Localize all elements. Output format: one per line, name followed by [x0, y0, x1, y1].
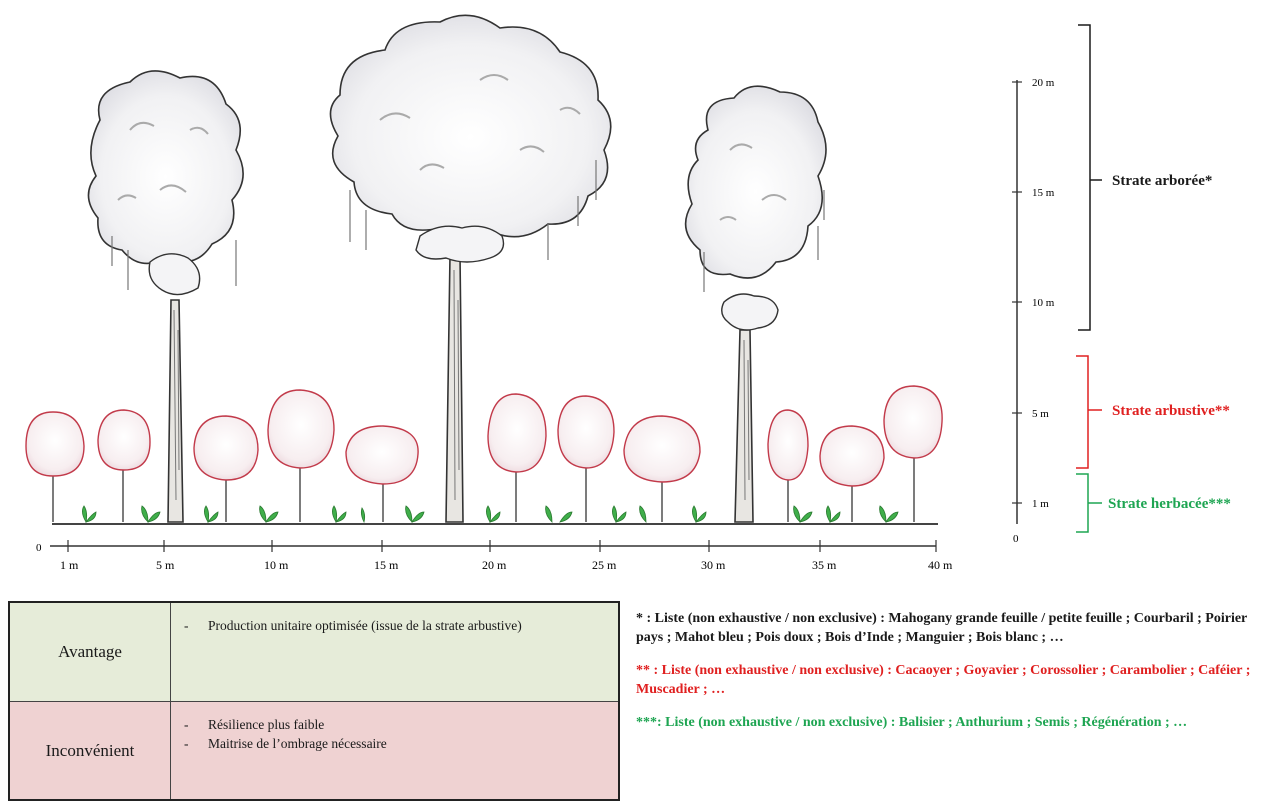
- y-tick-label: 10 m: [1032, 297, 1055, 309]
- distance-axis: 0 1 m 5 m 10 m 15 m 20 m 25 m 30 m 35 m 40 m: [36, 540, 953, 572]
- shrub: [487, 393, 547, 522]
- height-scale: 0 1 m 5 m 10 m 15 m 20 m: [1012, 77, 1055, 545]
- avantage-item: Production unitaire optimisée (issue de …: [182, 618, 607, 634]
- x-tick-label: 1 m: [60, 558, 79, 572]
- inconvenient-row: Inconvénient Résilience plus faible Mait…: [8, 701, 620, 801]
- shrub: [623, 415, 701, 522]
- tree-canopy-2: [329, 14, 612, 523]
- y-tick-label: 5 m: [1032, 408, 1049, 420]
- x-tick-label: 5 m: [156, 558, 175, 572]
- x-tick-label: 40 m: [928, 558, 953, 572]
- agroforestry-diagram: 0 1 m 5 m 10 m 15 m 20 m 25 m 30 m 35 m 40 m 0 1…: [25, 14, 1231, 572]
- shrub: [557, 395, 615, 522]
- herb-row: [82, 505, 899, 524]
- shrub: [267, 389, 335, 522]
- note-arbustive: ** : Liste (non exhaustive / non exclusi…: [636, 663, 1251, 697]
- x-tick-label: 20 m: [482, 558, 507, 572]
- strate-arbustive-bracket: Strate arbustive**: [1076, 355, 1230, 469]
- height-origin-label: 0: [1013, 533, 1019, 545]
- x-tick-label: 10 m: [264, 558, 289, 572]
- inconvenient-item: Maitrise de l’ombrage nécessaire: [182, 736, 607, 752]
- note-arboree: * : Liste (non exhaustive / non exclusiv…: [636, 611, 1248, 645]
- y-tick-label: 1 m: [1032, 498, 1049, 510]
- strate-arboree-bracket: Strate arborée*: [1078, 24, 1212, 331]
- shrub: [97, 409, 151, 522]
- x-tick-label: 25 m: [592, 558, 617, 572]
- inconvenient-content: Résilience plus faible Maitrise de l’omb…: [170, 701, 620, 801]
- strate-arboree-label: Strate arborée*: [1112, 173, 1212, 189]
- strate-herbacee-label: Strate herbacée***: [1108, 496, 1231, 512]
- avantage-row: Avantage Production unitaire optimisée (…: [8, 601, 620, 702]
- axis-origin-label: 0: [36, 542, 42, 554]
- x-tick-label: 15 m: [374, 558, 399, 572]
- inconvenient-title: Inconvénient: [8, 701, 171, 801]
- advantages-table: Avantage Production unitaire optimisée (…: [8, 601, 620, 801]
- y-tick-label: 15 m: [1032, 187, 1055, 199]
- x-tick-label: 35 m: [812, 558, 837, 572]
- shrub: [25, 411, 85, 522]
- shrub: [819, 425, 885, 522]
- y-tick-label: 20 m: [1032, 77, 1055, 89]
- shrub: [193, 415, 259, 522]
- strate-arbustive-label: Strate arbustive**: [1112, 403, 1230, 419]
- inconvenient-item: Résilience plus faible: [182, 717, 607, 733]
- shrub: [345, 425, 419, 522]
- avantage-title: Avantage: [8, 601, 171, 702]
- shrub: [767, 409, 809, 522]
- tree-canopy-3: [684, 85, 827, 523]
- x-tick-label: 30 m: [701, 558, 726, 572]
- note-herbacee: ***: Liste (non exhaustive / non exclusi…: [636, 715, 1188, 730]
- avantage-content: Production unitaire optimisée (issue de …: [170, 601, 620, 702]
- species-notes: * : Liste (non exhaustive / non exclusiv…: [636, 609, 1266, 746]
- shrub: [883, 385, 943, 522]
- tree-canopy-1: [87, 70, 244, 523]
- shrub-row: [25, 385, 943, 522]
- strate-herbacee-bracket: Strate herbacée***: [1076, 473, 1231, 533]
